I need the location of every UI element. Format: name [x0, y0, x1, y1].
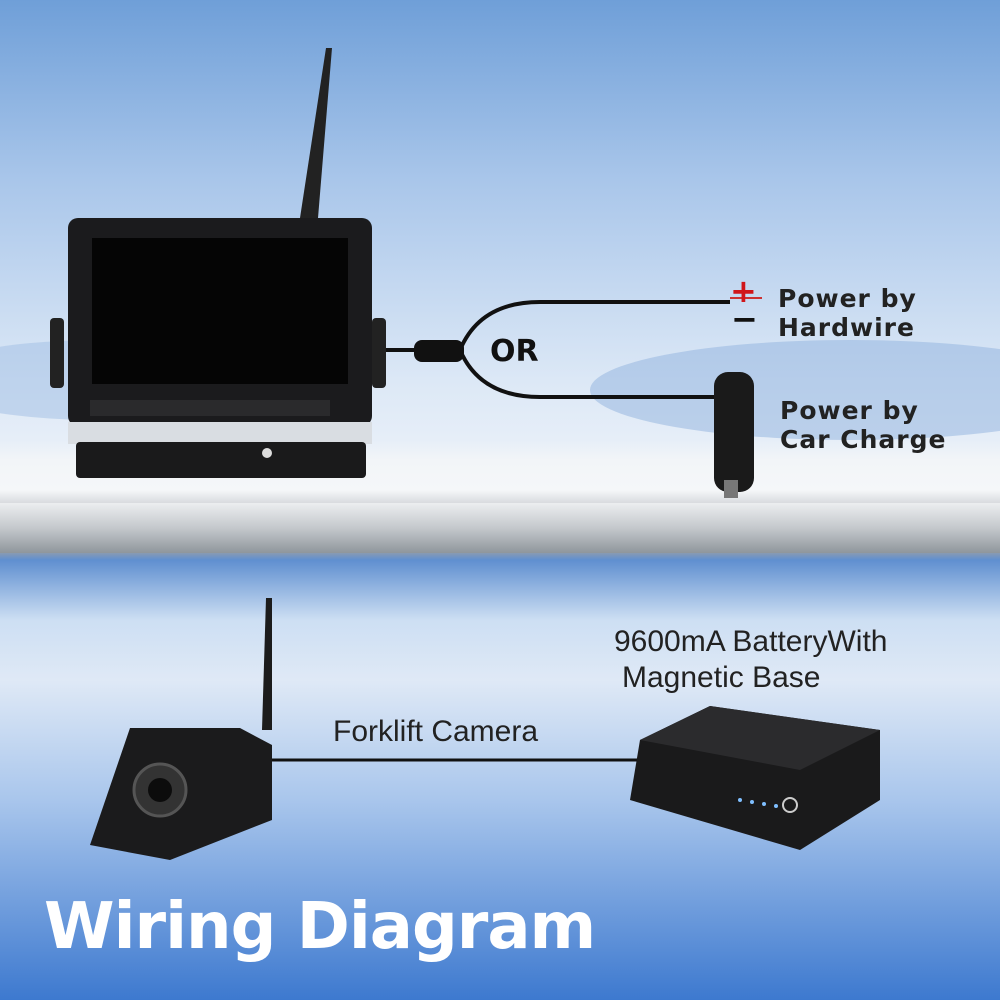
battery-box	[630, 706, 880, 850]
car-charge-label: Power by Car Charge	[780, 396, 946, 454]
camera-label: Forklift Camera	[333, 715, 539, 748]
hardwire-line2: Hardwire	[778, 313, 915, 342]
battery-label: 9600mA BatteryWith Magnetic Base	[614, 624, 887, 696]
battery-line2: Magnetic Base	[622, 661, 821, 694]
car-line1: Power by	[780, 396, 919, 425]
monitor	[50, 48, 386, 478]
hardwire-line1: Power by	[778, 284, 917, 313]
page-title: Wiring Diagram	[44, 890, 596, 964]
minus-symbol: −	[731, 300, 758, 338]
battery-line1: 9600mA BatteryWith	[614, 625, 888, 658]
car-line2: Car Charge	[780, 425, 947, 454]
forklift-camera	[90, 598, 272, 860]
or-label: OR	[490, 334, 539, 369]
car-charger	[714, 372, 754, 498]
hardwire-label: Power by Hardwire	[778, 284, 917, 342]
plus-symbol: +	[730, 272, 757, 310]
